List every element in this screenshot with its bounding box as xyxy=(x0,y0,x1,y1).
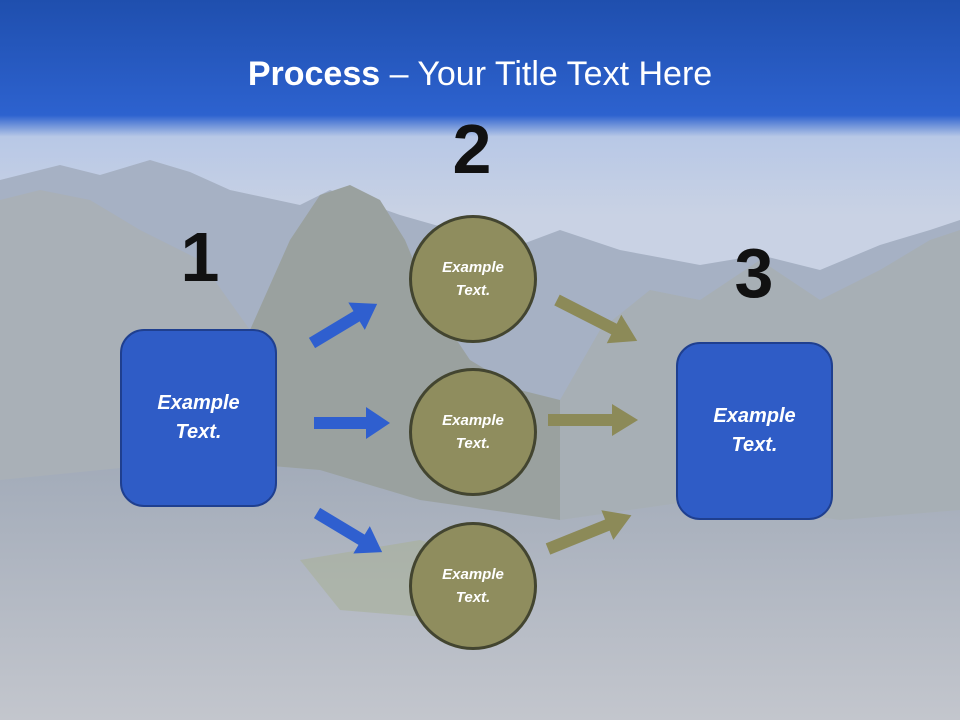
step-1-box: Example Text. xyxy=(120,329,277,507)
step-1-label-line1: Example xyxy=(157,392,240,414)
arrow-right-up-icon xyxy=(308,302,378,349)
circle-middle-label-line1: Example xyxy=(442,412,504,429)
title-bold: Process xyxy=(247,55,381,93)
slide-title: Process – Your Title Text Here xyxy=(0,52,960,96)
circle-top-label-line1: Example xyxy=(442,259,504,276)
step-3-box: Example Text. xyxy=(676,342,833,520)
step-number-3: 3 xyxy=(734,234,774,312)
circle-top-label-line2: Text. xyxy=(455,282,491,299)
step-number-2: 2 xyxy=(452,110,492,188)
step-2-circle-top: Example Text. xyxy=(409,215,537,343)
arrow-right-olive-icon xyxy=(548,404,638,436)
step-number-1: 1 xyxy=(180,218,220,296)
title-rest: – Your Title Text Here xyxy=(380,55,713,93)
step-2-circle-bottom: Example Text. xyxy=(409,522,537,650)
step-2-circle-middle: Example Text. xyxy=(409,368,537,496)
circle-bottom-label-line1: Example xyxy=(442,566,504,583)
arrow-right-down-olive-icon xyxy=(554,294,638,344)
step-3-label-line1: Example xyxy=(713,405,796,427)
arrow-right-up-olive-icon xyxy=(545,510,632,555)
step-3-label-line2: Text. xyxy=(731,434,778,456)
circle-bottom-label-line2: Text. xyxy=(455,589,491,606)
arrow-right-icon xyxy=(314,407,390,439)
step-1-label-line2: Text. xyxy=(175,421,222,443)
circle-middle-label-line2: Text. xyxy=(455,435,491,452)
arrow-right-down-icon xyxy=(313,507,383,554)
